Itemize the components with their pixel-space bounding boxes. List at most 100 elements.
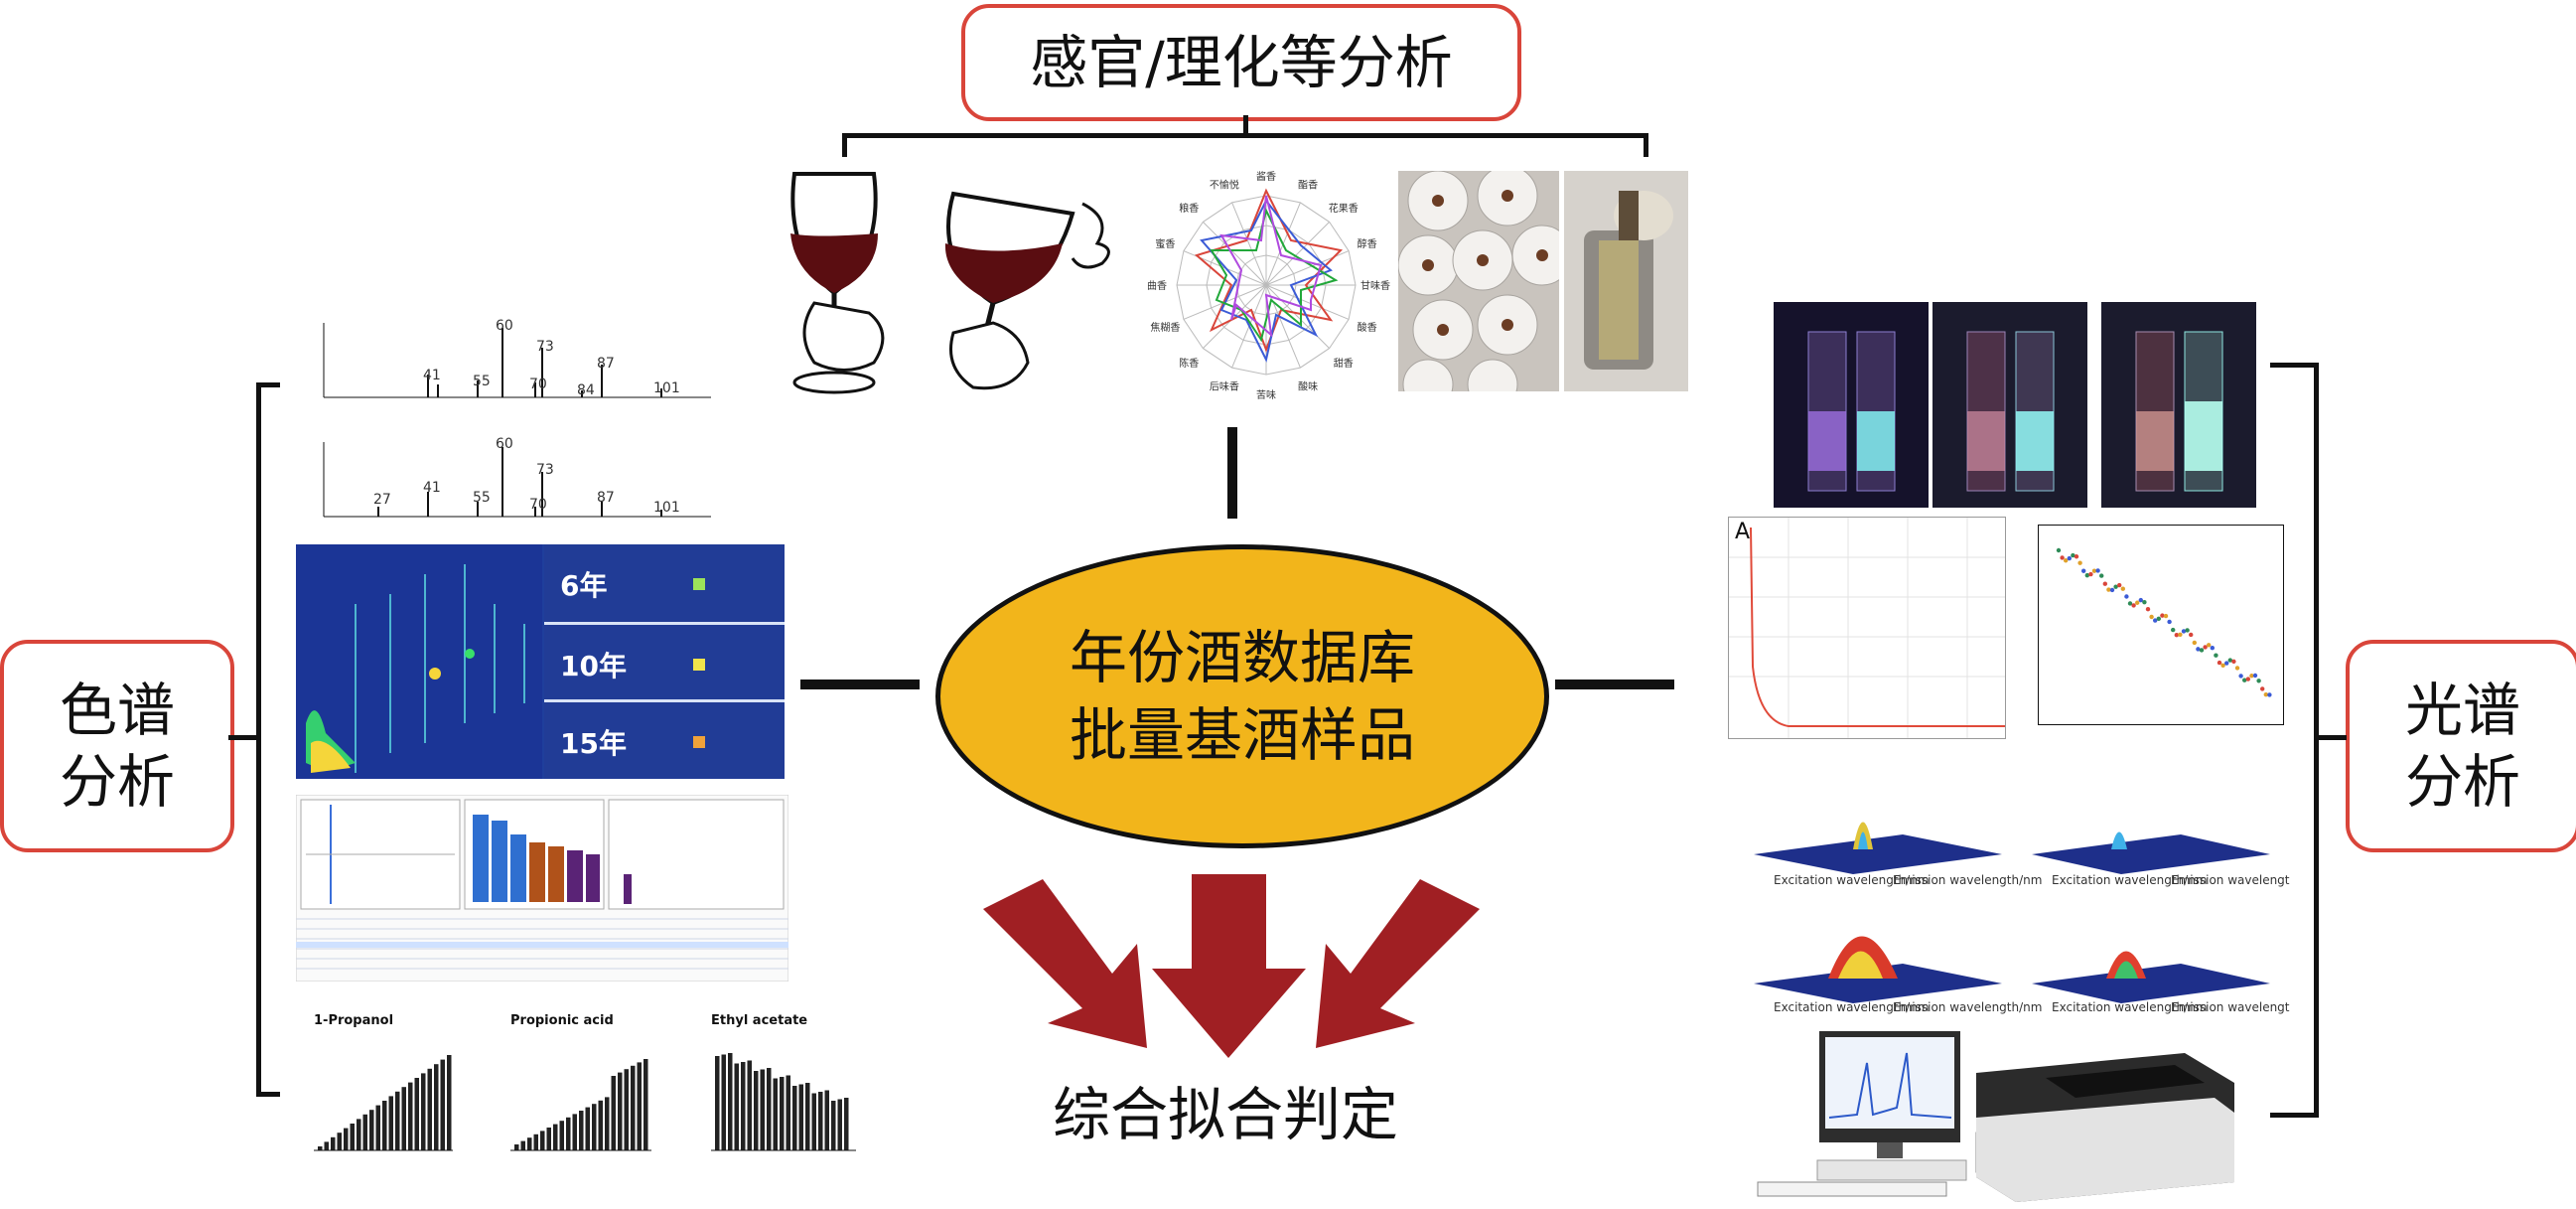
top-connector — [1227, 427, 1237, 519]
compound-bar — [382, 1101, 387, 1150]
spectrum-panel-label: A — [1735, 520, 1751, 544]
compound-bar — [434, 1064, 439, 1150]
ms-peak-84: 84 — [577, 382, 595, 398]
radar-axis-label: 花果香 — [1329, 202, 1359, 215]
left-bracket-bar — [256, 382, 261, 1096]
excitation-label-4: Excitation wavelength/nm — [2052, 1000, 2208, 1014]
cuvette-photo-1 — [1774, 302, 1929, 508]
scatter-point — [2060, 555, 2065, 560]
radar-axis-label: 酱香 — [1256, 170, 1276, 183]
scatter-point — [2203, 645, 2208, 650]
radar-spoke — [1265, 284, 1350, 320]
ms-peak-41b: 41 — [423, 480, 441, 496]
radar-axis-label: 酯香 — [1298, 179, 1318, 191]
compound-bar — [728, 1053, 733, 1150]
scatter-point — [2260, 686, 2265, 691]
compound-bar — [811, 1093, 816, 1150]
compound-bar-charts: 1-Propanol Propionic acid Ethyl acetate — [294, 993, 866, 1162]
radar-axis-label: 后味香 — [1210, 381, 1239, 393]
compound-bar — [837, 1099, 842, 1150]
scatter-point — [2138, 597, 2143, 603]
compound-bar — [546, 1128, 551, 1150]
radar-spoke — [1265, 284, 1301, 369]
compound-bar — [721, 1054, 726, 1150]
scatter-point — [2199, 648, 2205, 653]
chart-title-propionic: Propionic acid — [510, 1013, 614, 1028]
compound-bar — [440, 1059, 445, 1150]
compound-bar — [566, 1117, 571, 1150]
ms-peak-70b: 70 — [529, 497, 547, 513]
compound-bar — [780, 1077, 785, 1150]
top-bracket-left-end — [842, 133, 847, 157]
compound-bar — [514, 1144, 519, 1150]
radar-axis-label: 酸香 — [1358, 321, 1377, 334]
left-bracket-bottom-end — [256, 1092, 280, 1097]
scatter-point — [2074, 554, 2079, 559]
year-label-6: 6年 — [560, 569, 608, 602]
scatter-point — [2156, 616, 2161, 622]
scatter-point — [2077, 560, 2082, 565]
scatter-point — [2120, 586, 2125, 591]
compound-bar — [362, 1114, 367, 1150]
radar-axis-label: 不愉悦 — [1210, 178, 1239, 191]
scatter-point — [2181, 629, 2187, 634]
compound-bar — [357, 1119, 361, 1150]
compound-bar — [447, 1055, 452, 1150]
compound-bar — [734, 1063, 739, 1150]
compound-bar — [767, 1068, 772, 1150]
year-label-15: 15年 — [560, 727, 627, 760]
chart-title-propanol: 1-Propanol — [314, 1013, 394, 1028]
radar-axis-label: 陈香 — [1179, 357, 1199, 370]
compound-bar — [395, 1091, 400, 1150]
scatter-point — [2234, 666, 2240, 671]
left-label-line-1: 色谱 — [59, 676, 175, 744]
scatter-point — [2252, 673, 2258, 679]
ms-peak-70: 70 — [529, 377, 547, 392]
emission-label-3: Emission wavelength/nm — [1893, 1000, 2042, 1014]
year-row-15: 15年 — [544, 699, 785, 782]
compound-bar — [605, 1097, 610, 1150]
mass-spectrum-panel: 41 55 60 73 70 84 87 101 27 41 55 60 73 … — [294, 293, 717, 531]
compound-bar — [798, 1084, 803, 1150]
scatter-point — [2153, 618, 2158, 623]
ms-peak-87: 87 — [597, 356, 615, 372]
compound-bar — [754, 1071, 759, 1150]
compound-bar — [553, 1124, 558, 1150]
scatter-point — [2081, 568, 2086, 573]
compound-bar — [520, 1140, 525, 1150]
spectrum-decay-panel: A — [1728, 517, 2006, 739]
gcxgc-panel: 6年 10年 15年 — [296, 544, 785, 779]
spectrometer-instrument-photo — [1757, 1031, 2234, 1202]
excitation-label-1: Excitation wavelength/nm — [1774, 873, 1930, 887]
top-label-box: 感官/理化等分析 — [961, 4, 1521, 121]
compound-bar — [350, 1124, 355, 1150]
scatter-point — [2242, 678, 2247, 682]
mass-spectrum-chart — [323, 323, 711, 518]
compound-bar — [408, 1082, 413, 1150]
top-bracket-stem — [1243, 115, 1248, 137]
compound-bar — [637, 1062, 642, 1150]
compound-bar — [421, 1073, 426, 1150]
radar-axis-label: 焦糊香 — [1150, 321, 1180, 334]
compound-bar — [631, 1065, 636, 1150]
scatter-point — [2056, 547, 2062, 553]
scatter-point — [2131, 603, 2136, 608]
chromatography-software-screenshot — [296, 795, 788, 982]
ms-peak-55: 55 — [473, 374, 491, 389]
cuvette-photo-2 — [1932, 302, 2087, 508]
radar-spoke — [1265, 284, 1330, 349]
right-bracket-bottom-end — [2270, 1113, 2318, 1118]
scatter-point — [2160, 613, 2165, 618]
scatter-point — [2207, 643, 2212, 648]
compound-bar — [624, 1069, 629, 1150]
right-label-box: 光谱 分析 — [2346, 640, 2576, 852]
scatter-point — [2127, 601, 2133, 606]
scatter-point — [2220, 663, 2225, 669]
year-column: 6年 10年 15年 — [544, 544, 785, 779]
year-row-10: 10年 — [544, 622, 785, 704]
scatter-point — [2227, 658, 2232, 663]
scatter-point — [2185, 628, 2190, 633]
right-bracket-stem — [2317, 735, 2347, 740]
compound-bar — [331, 1136, 336, 1150]
